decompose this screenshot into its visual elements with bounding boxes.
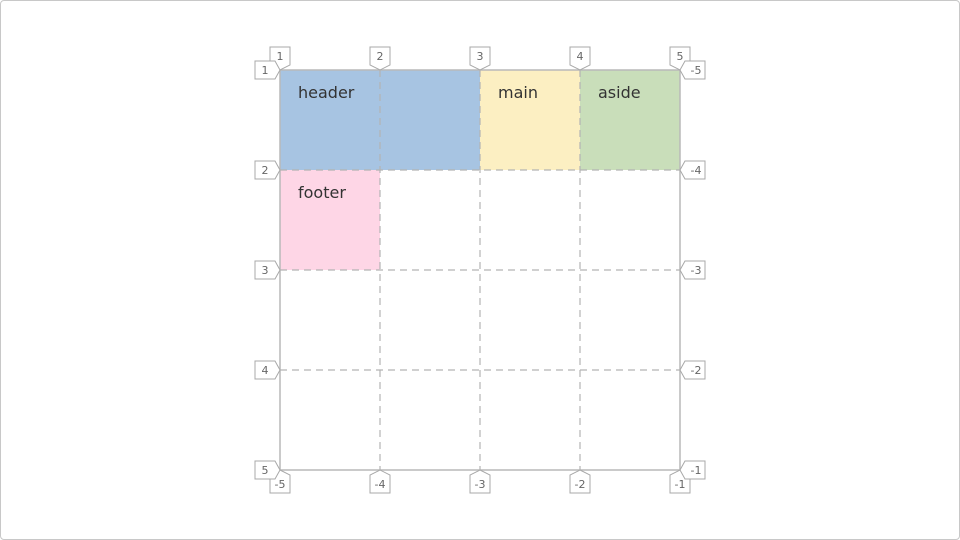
column-line-tag-bottom-3: -3 — [469, 469, 491, 494]
line-tag-shape — [369, 46, 391, 71]
line-number-label: 5 — [262, 464, 269, 477]
line-number-label: 3 — [477, 50, 484, 63]
line-number-label: -2 — [691, 364, 702, 377]
line-number-tags: 1 2 3 4 5 -5 -4 -3 -2 -1 1 2 3 4 5 -5 -4 -3 -2 -1 — [254, 46, 706, 494]
grid-area-label-main: main — [498, 83, 538, 102]
line-tag-shape — [679, 460, 706, 480]
line-number-label: 2 — [262, 164, 269, 177]
grid-area-label-aside: aside — [598, 83, 641, 102]
row-line-tag-right-4: -2 — [679, 360, 706, 380]
column-line-tag-top-3: 3 — [469, 46, 491, 71]
line-number-label: 3 — [262, 264, 269, 277]
row-line-tag-left-2: 2 — [254, 160, 281, 180]
column-line-tag-bottom-2: -4 — [369, 469, 391, 494]
line-tag-shape — [254, 260, 281, 280]
grid-area-label-footer: footer — [298, 183, 346, 202]
line-tag-shape — [679, 360, 706, 380]
column-line-tag-top-4: 4 — [569, 46, 591, 71]
line-number-label: 4 — [577, 50, 584, 63]
row-line-tag-right-2: -4 — [679, 160, 706, 180]
grid-area-label-header: header — [298, 83, 355, 102]
grid-areas: header main aside footer — [280, 70, 680, 270]
line-tag-shape — [679, 60, 706, 80]
line-number-label: -5 — [691, 64, 702, 77]
row-line-tag-right-5: -1 — [679, 460, 706, 480]
line-number-label: 4 — [262, 364, 269, 377]
line-number-label: -2 — [575, 478, 586, 491]
row-line-tag-left-3: 3 — [254, 260, 281, 280]
line-tag-shape — [369, 469, 391, 494]
line-number-label: -1 — [691, 464, 702, 477]
line-number-label: -3 — [691, 264, 702, 277]
line-number-label: 5 — [677, 50, 684, 63]
column-line-tag-bottom-4: -2 — [569, 469, 591, 494]
line-number-label: -3 — [475, 478, 486, 491]
line-tag-shape — [569, 469, 591, 494]
grid-area-main — [480, 70, 580, 170]
line-tag-shape — [679, 260, 706, 280]
line-number-label: 1 — [262, 64, 269, 77]
line-tag-shape — [254, 160, 281, 180]
line-tag-shape — [254, 460, 281, 480]
row-line-tag-left-5: 5 — [254, 460, 281, 480]
line-number-label: -5 — [275, 478, 286, 491]
line-number-label: 2 — [377, 50, 384, 63]
line-number-label: -1 — [675, 478, 686, 491]
grid-area-aside — [580, 70, 680, 170]
line-tag-shape — [469, 469, 491, 494]
row-line-tag-right-1: -5 — [679, 60, 706, 80]
line-number-label: 1 — [277, 50, 284, 63]
line-tag-shape — [254, 60, 281, 80]
line-tag-shape — [254, 360, 281, 380]
line-number-label: -4 — [691, 164, 702, 177]
row-line-tag-right-3: -3 — [679, 260, 706, 280]
column-line-tag-top-2: 2 — [369, 46, 391, 71]
line-tag-shape — [679, 160, 706, 180]
grid-area-footer — [280, 170, 380, 270]
line-tag-shape — [569, 46, 591, 71]
line-tag-shape — [469, 46, 491, 71]
line-number-label: -4 — [375, 478, 386, 491]
row-line-tag-left-1: 1 — [254, 60, 281, 80]
row-line-tag-left-4: 4 — [254, 360, 281, 380]
